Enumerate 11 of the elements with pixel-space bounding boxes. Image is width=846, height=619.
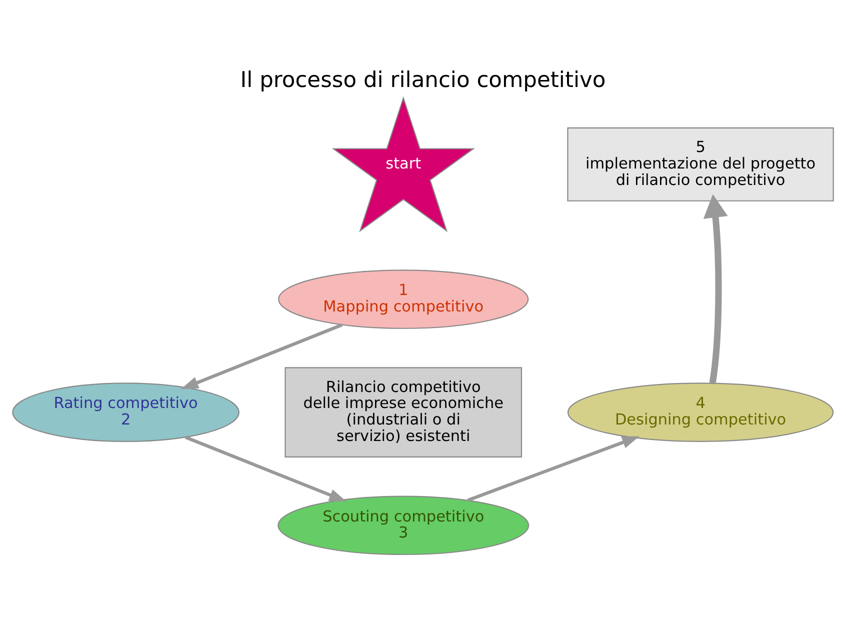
arrow [467, 436, 640, 502]
arrow [184, 435, 347, 502]
arrow [180, 322, 343, 389]
node-box: Rilancio competitivo delle imprese economiche (industriali o di servizio) esistenti [284, 366, 522, 457]
node-ellipse: 1 Mapping competitivo [278, 269, 529, 328]
node-ellipse: Scouting competitivo 3 [278, 495, 530, 555]
arrow [703, 194, 728, 384]
node-ellipse: Rating competitivo 2 [12, 382, 240, 442]
node-ellipse: 4 Designing competitivo [567, 382, 834, 442]
diagram-title: Il processo di rilancio competitivo [240, 68, 606, 93]
node-box: 5 implementazione del progetto di rilancio competitivo [567, 126, 834, 201]
